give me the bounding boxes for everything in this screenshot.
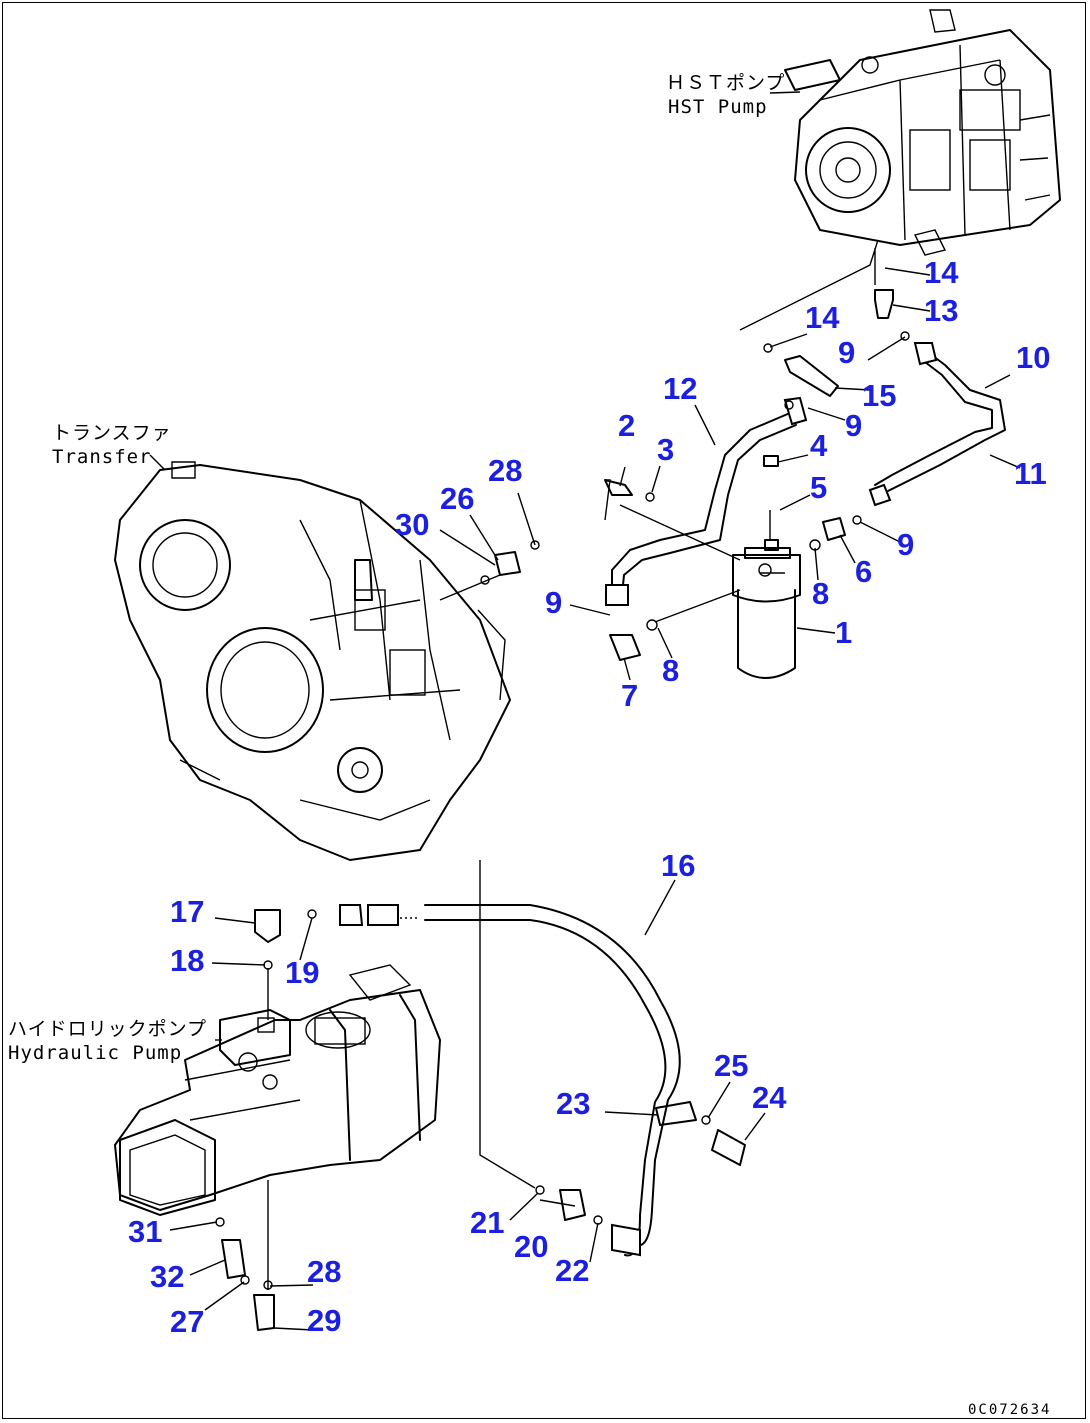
transfer-drawing [114,461,511,861]
transfer-label-en: Transfer [52,446,152,468]
transfer-label-jp: トランスファ [52,422,172,444]
hydraulic-pump-label-jp: ハイドロリックポンプ [8,1018,208,1040]
callout-22: 22 [555,1253,590,1288]
hydraulic-pump-label-en: Hydraulic Pump [8,1042,183,1064]
callout-27: 27 [170,1304,205,1339]
hst-pump-label-en: HST Pump [668,96,768,118]
callout-11: 11 [1014,456,1047,491]
callout-8-b: 8 [662,653,680,688]
callout-9-b: 9 [845,408,863,443]
hose-16-drawing [339,904,681,1257]
assembly-lines [267,239,879,1290]
filter-assembly-drawing [732,539,801,679]
callout-18: 18 [170,943,205,978]
callout-leaders [169,267,1021,1331]
callout-12: 12 [663,371,698,406]
label-leaders [149,91,801,1041]
callout-26: 26 [440,481,475,516]
callout-5: 5 [810,470,828,505]
callout-17: 17 [170,894,205,929]
callout-14-b: 14 [805,300,840,335]
callout-10: 10 [1016,340,1051,375]
clamp-bolt-drawing [655,1101,746,1166]
hose-12-drawing [605,396,808,606]
callout-21: 21 [470,1205,505,1240]
callout-31: 31 [128,1214,163,1249]
callout-28-a: 28 [488,453,523,488]
callout-14-a: 14 [924,255,959,290]
callout-30: 30 [395,507,430,542]
callout-2: 2 [618,408,636,443]
callout-9-a: 9 [838,335,856,370]
callout-25: 25 [714,1048,749,1083]
callout-23: 23 [556,1086,591,1121]
callout-16: 16 [661,848,696,883]
callout-24: 24 [752,1080,787,1115]
callout-8-a: 8 [812,576,830,611]
callout-4: 4 [810,428,828,463]
hydraulic-pump-drawing [114,964,441,1216]
callout-19: 19 [285,955,320,990]
hst-pump-label-jp: ＨＳＴポンプ [666,72,786,94]
callout-7: 7 [621,678,639,713]
hose-10-11-drawing [868,342,1006,507]
callout-1: 1 [835,615,853,650]
callout-9-d: 9 [545,585,563,620]
callout-15: 15 [862,378,897,413]
callout-6: 6 [855,554,873,589]
small-fittings-drawing [215,289,910,1331]
callout-13: 13 [924,293,959,328]
callout-20: 20 [514,1229,549,1264]
callout-28-b: 28 [307,1254,342,1289]
callout-32: 32 [150,1259,185,1294]
drawing-code: 0C072634 [968,1402,1052,1418]
hst-pump-drawing [784,9,1061,256]
callout-29: 29 [307,1303,342,1338]
callout-3: 3 [657,432,675,467]
callout-9-c: 9 [897,527,915,562]
